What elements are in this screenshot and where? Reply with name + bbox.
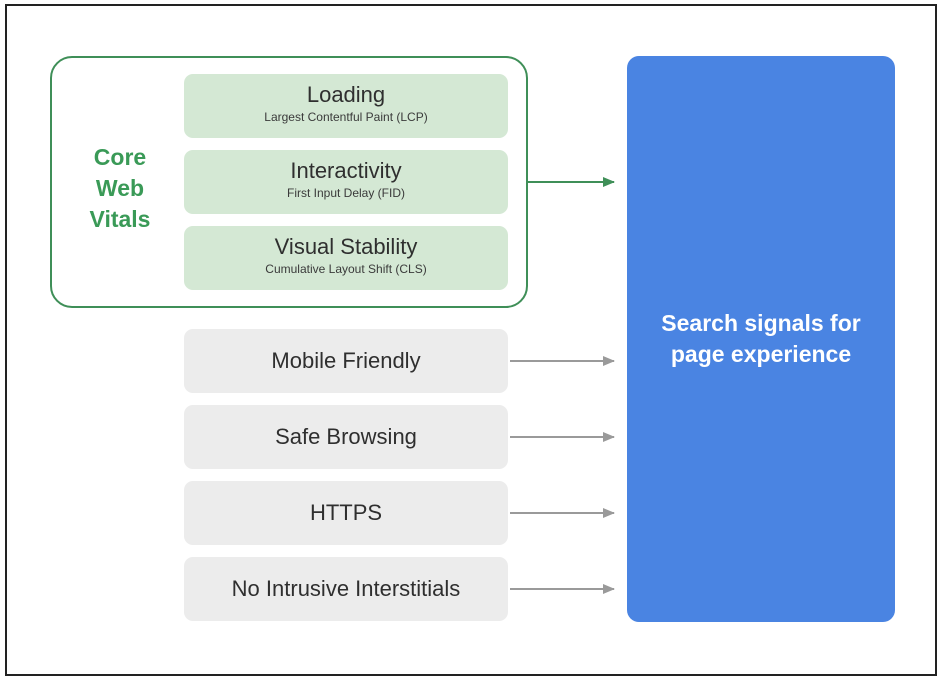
metric-box-interactivity: Interactivity First Input Delay (FID) (184, 150, 508, 214)
core-web-vitals-label: Core Web Vitals (58, 142, 182, 235)
metric-box-visual-stability: Visual Stability Cumulative Layout Shift… (184, 226, 508, 290)
metric-description: First Input Delay (FID) (286, 186, 406, 200)
metric-description: Cumulative Layout Shift (CLS) (265, 262, 427, 276)
metric-box-loading: Loading Largest Contentful Paint (LCP) (184, 74, 508, 138)
signal-box-https: HTTPS (184, 481, 508, 545)
search-signals-target-box: Search signals for page experience (627, 56, 895, 622)
metric-name: Loading (306, 82, 386, 107)
core-web-vitals-label-line: Core (93, 144, 147, 170)
diagram-frame (5, 4, 937, 676)
search-signals-label: Search signals for page experience (661, 310, 861, 367)
metric-description: Largest Contentful Paint (LCP) (264, 110, 428, 124)
signal-box-safe-browsing: Safe Browsing (184, 405, 508, 469)
core-web-vitals-label-line: Web (95, 175, 145, 201)
core-web-vitals-label-line: Vitals (89, 206, 151, 232)
signal-box-no-intrusive-interstitials: No Intrusive Interstitials (184, 557, 508, 621)
metric-name: Visual Stability (274, 234, 418, 259)
metric-name: Interactivity (290, 158, 402, 183)
signal-box-mobile-friendly: Mobile Friendly (184, 329, 508, 393)
